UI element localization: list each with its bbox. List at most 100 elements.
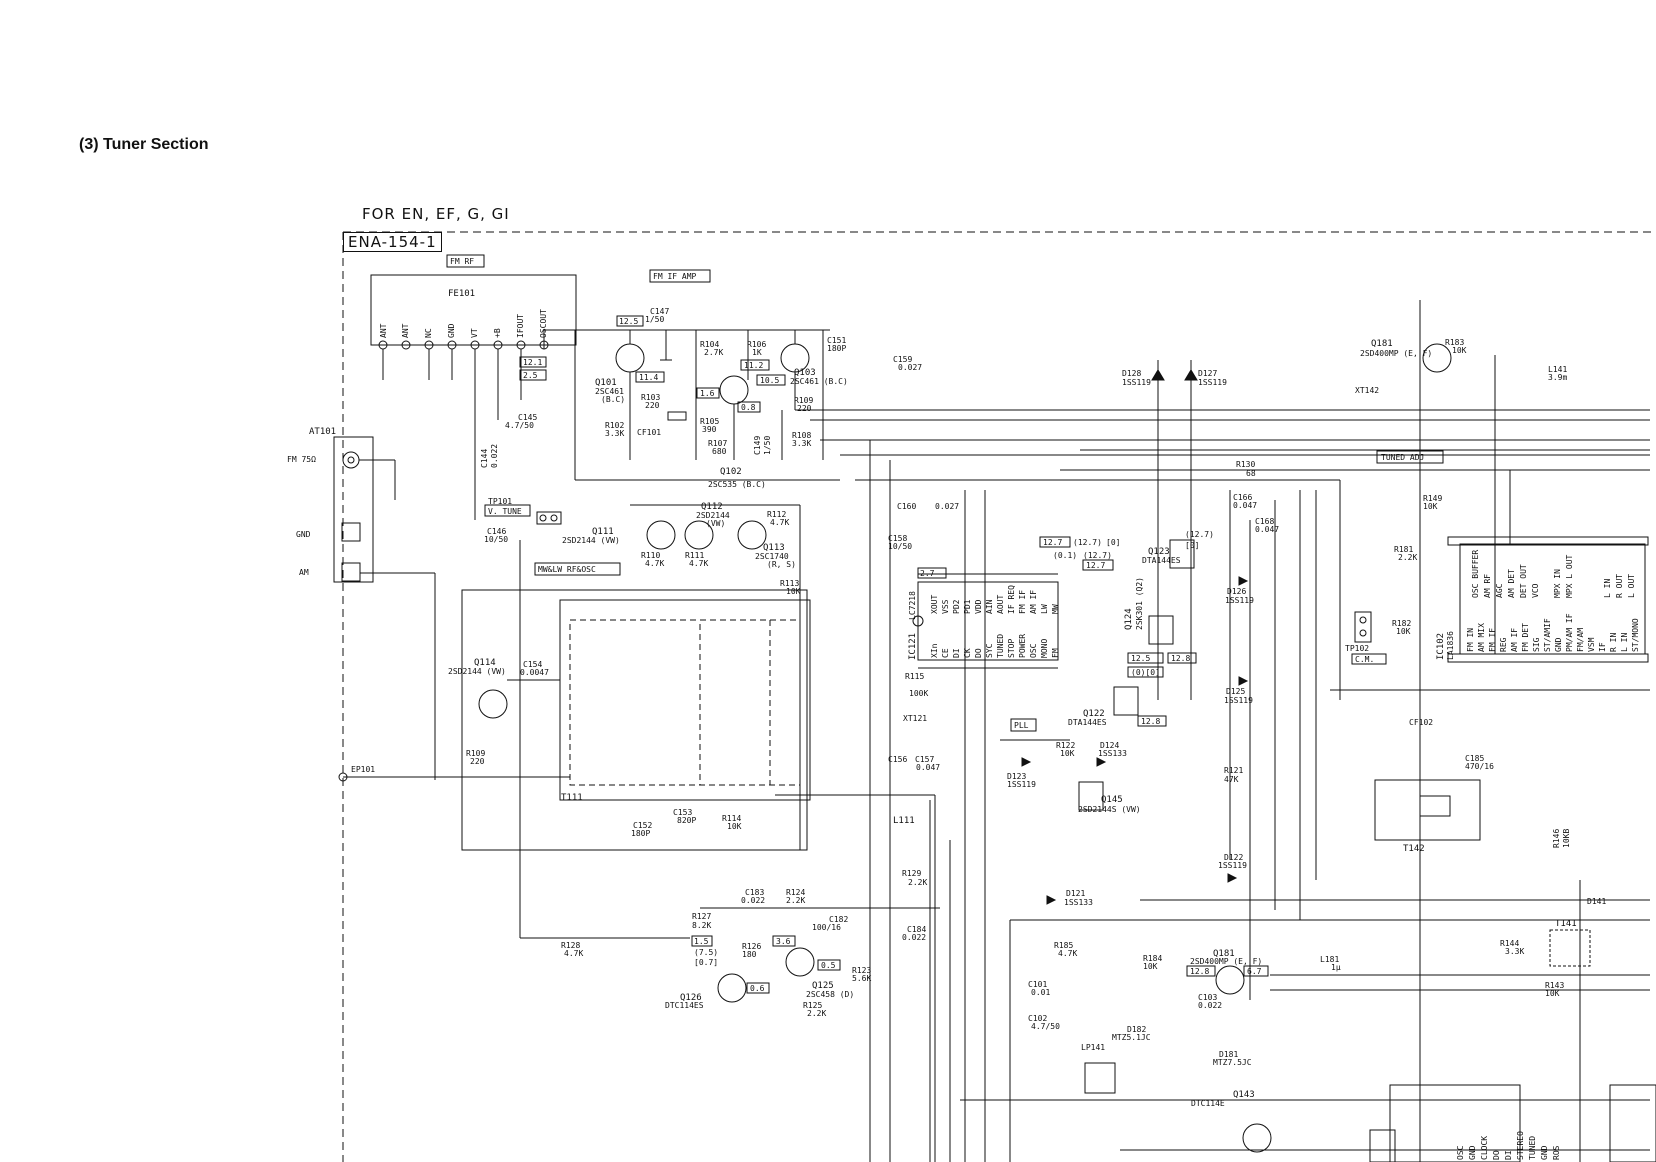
pll-pin: LW: [1040, 604, 1049, 614]
c128-ref: C182: [829, 915, 848, 924]
c107-value: 180P: [827, 344, 846, 353]
r129-ref: R128: [561, 941, 580, 950]
fe101-label: FE101: [448, 289, 475, 299]
fe-pin-label: +B: [493, 328, 502, 338]
ic102-pin: AM DET: [1507, 569, 1516, 598]
v-q122-a: (12.7): [1185, 530, 1214, 539]
q114-value: 2SD2144 (VW): [448, 667, 506, 676]
v-q125-c: [0.7]: [694, 958, 718, 967]
q103-ref: Q103: [794, 368, 816, 378]
r130-ref: R129: [902, 869, 921, 878]
r147-ref: R181: [1394, 545, 1413, 554]
v-q122-b: [0]: [1185, 541, 1199, 550]
c129-value: 0.022: [741, 896, 765, 905]
v-q181-e: 6.7: [1247, 967, 1262, 976]
r141-value: 10K: [1545, 989, 1560, 998]
t142-ref: T142: [1403, 844, 1425, 854]
fm-if-amp-tag: FM IF AMP: [653, 272, 697, 281]
ic102-pin: GND: [1554, 637, 1563, 652]
fm75-label: FM 75Ω: [287, 455, 316, 464]
muting-circuit: [519, 540, 940, 1003]
r108-ref: R108: [792, 431, 811, 440]
r181-value: 10K: [1143, 962, 1158, 971]
ic102-pin: IF: [1598, 642, 1607, 652]
pll-pin: PD2: [952, 599, 961, 614]
gnd-label: GND: [296, 530, 311, 539]
r141-ref: R143: [1545, 981, 1564, 990]
fe-pin-label: OSCOUT: [539, 309, 548, 338]
fe-pin-label: ANT: [379, 323, 388, 338]
ic102-left-pins: FM IN AM MIX FM IF REG AM IF FM DET SIG …: [1466, 613, 1640, 652]
pll-pin: IF REQ: [1007, 585, 1016, 614]
pll-pin: CK: [963, 648, 972, 658]
ic102-pin: MPX L OUT: [1565, 554, 1574, 598]
r108-value: 3.3K: [792, 439, 811, 448]
v-ic121-top: 2.7: [920, 569, 935, 578]
ic102-pin: FM/AM: [1576, 628, 1585, 652]
r102-ref: R102: [605, 421, 624, 430]
v-q123: 12.5: [1131, 654, 1150, 663]
ic102-pin: R IN: [1609, 633, 1618, 652]
q102-value: 2SC535 (B.C): [708, 480, 766, 489]
fe-pin-label: GND: [447, 323, 456, 338]
l111-ref: XT142: [1355, 386, 1379, 395]
q143-value: 2SD400MP (E, F): [1360, 349, 1432, 358]
ic102-pin: FM IN: [1466, 628, 1475, 652]
c104-ref: C147: [650, 307, 669, 316]
r123-value: 10K: [1060, 749, 1075, 758]
ic121-ref: IC121: [908, 633, 918, 660]
v-q124-d: 3.6: [776, 937, 791, 946]
v-q123-3: 12.8: [1171, 654, 1190, 663]
c103-ref: C146: [487, 527, 506, 536]
q112-ref: Q112: [701, 502, 723, 512]
ic102-ref: IC102: [1436, 633, 1446, 660]
mw-lw-rf-osc-tag: MW&LW RF&OSC: [538, 565, 596, 574]
c105-value: 1/50: [763, 436, 772, 455]
l181-ref: L181: [1320, 955, 1339, 964]
v-q103-c2: 10.5: [760, 376, 779, 385]
q122-value: DTA144ES: [1142, 556, 1181, 565]
r114-ref: R113: [780, 579, 799, 588]
q121-value: DTA144ES: [1068, 718, 1107, 727]
q123-value: 2SK301 (Q2): [1135, 577, 1144, 630]
r114-value: 10K: [786, 587, 801, 596]
ic102-pin: L IN: [1603, 579, 1612, 598]
d124-value: 1SS133: [1098, 749, 1127, 758]
q181-ref: Q181: [1213, 949, 1235, 959]
tp102-label: TP102: [1345, 644, 1369, 653]
ic102-pin: FM DET: [1521, 623, 1530, 652]
r111-value: 4.7K: [645, 559, 664, 568]
ic102-pin: FM IF: [1488, 628, 1497, 652]
d126-ref: D126: [1227, 587, 1246, 596]
q113-note: (R, S): [767, 560, 796, 569]
section-title: (3) Tuner Section: [79, 136, 209, 153]
q145-value: DTC114E: [1191, 1099, 1225, 1108]
r115-value: 10K: [727, 822, 742, 831]
d181-ref: D181: [1219, 1050, 1238, 1059]
d182-ref: D182: [1127, 1025, 1146, 1034]
d127-ref: D127: [1198, 369, 1217, 378]
r184-value: 4.7/50: [1031, 1022, 1060, 1031]
d182-value: MTZ5.1JC: [1112, 1033, 1151, 1042]
r125-ref: R124: [786, 888, 805, 897]
r121-ref: R115: [905, 672, 924, 681]
d128-ref: D128: [1122, 369, 1141, 378]
r103-value: 220: [645, 401, 660, 410]
connector-pin: STEREO: [1516, 1131, 1525, 1160]
ic102-pin: L OUT: [1627, 574, 1636, 598]
c127-ref: C168: [1255, 517, 1274, 526]
board-outline: [342, 231, 1656, 1162]
c124-ref: C159: [893, 355, 912, 364]
r126-value: 2.2K: [807, 1009, 826, 1018]
ic102-pin: AM RF: [1483, 574, 1492, 598]
connector-pin: DO: [1492, 1150, 1501, 1160]
pll-pin: MONO: [1040, 639, 1049, 658]
ic102-pin: VCO: [1531, 583, 1540, 598]
d126-value: 1SS119: [1225, 596, 1254, 605]
r112-value: 4.7K: [689, 559, 708, 568]
r184-ref: C102: [1028, 1014, 1047, 1023]
fe101-module: FE101 ANT ANT NC GND VT +B IFOUT OSCOUT: [370, 274, 577, 520]
pll-tag: PLL: [1014, 721, 1029, 730]
r143-ref: R146: [1552, 829, 1561, 848]
c129-ref: C183: [745, 888, 764, 897]
